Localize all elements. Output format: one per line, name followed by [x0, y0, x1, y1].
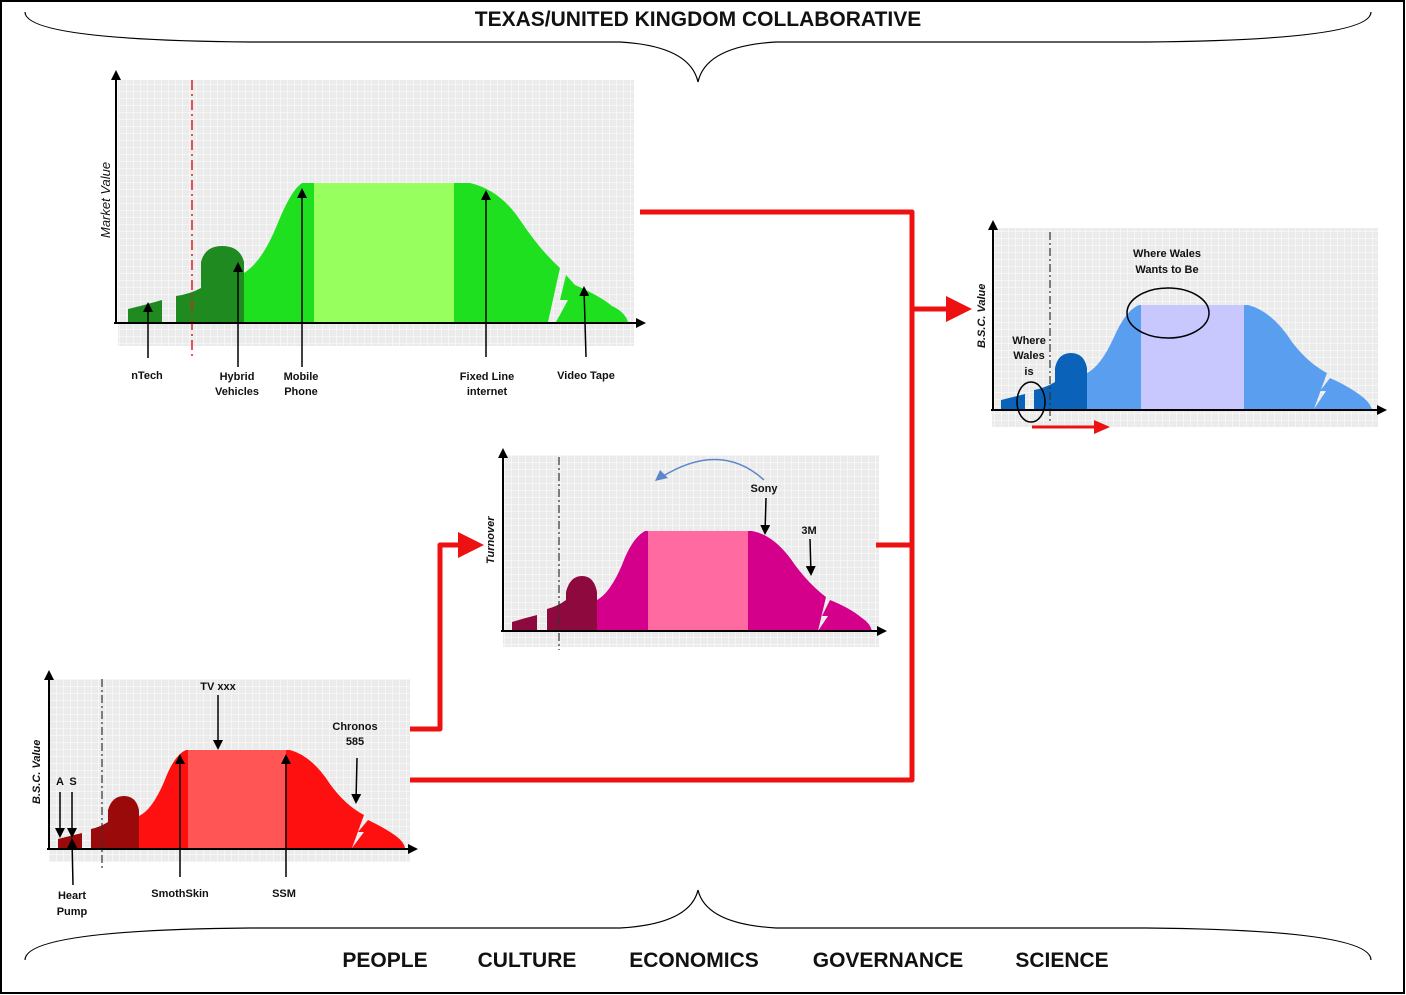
wales-progress-arrowhead [1094, 420, 1110, 434]
label-tv: TV xxx [200, 681, 236, 693]
bsc-curve-maturity [188, 750, 286, 848]
label-mobile-2: Phone [284, 386, 318, 398]
label-is-2: Wales [1013, 350, 1044, 362]
connector-bsc-turnover [410, 542, 462, 732]
wales-target-ellipse [1126, 287, 1210, 339]
connector-market-bsc [410, 209, 915, 783]
footer-people: PEOPLE [342, 949, 427, 972]
arrow-heart-pump [67, 838, 78, 886]
market-value-chart: Market Value nTech Hybrid Vehicles Mobil… [98, 70, 646, 398]
arrow-chronos [351, 757, 362, 804]
turnover-curve-decline [748, 531, 826, 631]
label-fixed-1: Fixed Line [460, 371, 514, 383]
turnover-curve-tail [818, 600, 872, 631]
footer-brace [24, 889, 1372, 961]
label-smothskin: SmothSkin [151, 888, 209, 900]
arrow-3m [805, 538, 816, 576]
label-mobile-1: Mobile [284, 371, 319, 383]
market-curve-growth [244, 183, 314, 322]
label-chronos-2: 585 [346, 736, 364, 748]
connectors [410, 209, 972, 783]
label-ntech: nTech [131, 370, 163, 382]
label-fixed-2: internet [467, 386, 508, 398]
label-a: A [56, 776, 64, 788]
market-curve-maturity [314, 183, 454, 322]
wales-y-label: B.S.C. Value [976, 284, 988, 348]
label-ssm: SSM [272, 888, 296, 900]
label-wants-1: Where Wales [1133, 248, 1201, 260]
connector-to-wales-arrowhead [946, 296, 972, 322]
label-hybrid-1: Hybrid [220, 371, 255, 383]
wales-curve-tail [1314, 378, 1372, 409]
bsc-curve-emerging [91, 796, 139, 848]
bsc-curve-growth [139, 750, 188, 848]
bsc-curve-decline [286, 750, 364, 848]
turnover-y-label: Turnover [485, 516, 497, 564]
turnover-curve-intro [512, 615, 537, 631]
turnover-chart: Turnover Sony 3M [485, 448, 887, 650]
footer-science: SCIENCE [1015, 949, 1108, 972]
wales-chart: B.S.C. Value Where Wales Wants to Be Whe… [976, 220, 1387, 434]
market-curve-tail [556, 275, 628, 322]
market-y-label: Market Value [98, 162, 113, 238]
wales-curve-growth [1087, 305, 1141, 409]
wales-current-ellipse [1016, 381, 1046, 423]
bsc-value-chart: B.S.C. Value A S Heart Pump SmothSkin SS… [31, 670, 418, 918]
label-wants-2: Wants to Be [1135, 264, 1198, 276]
wales-curve-decline [1244, 305, 1327, 409]
label-s: S [69, 776, 76, 788]
wales-curve-maturity [1141, 305, 1244, 409]
turnover-curve-maturity [648, 531, 748, 631]
turnover-cycle-arc [659, 458, 765, 481]
label-hybrid-2: Vehicles [215, 386, 259, 398]
label-video-tape: Video Tape [557, 370, 615, 382]
footer-governance: GOVERNANCE [813, 949, 964, 972]
bsc-y-label: B.S.C. Value [31, 740, 43, 804]
wales-curve-emerging [1034, 353, 1087, 409]
label-chronos-1: Chronos [332, 721, 377, 733]
wales-curve-intro [1001, 394, 1025, 409]
turnover-curve-growth [597, 531, 648, 631]
connector-bsc-turnover-arrowhead [458, 532, 484, 558]
market-curve-hybrid [176, 246, 244, 322]
label-is-1: Where [1012, 335, 1046, 347]
market-curve-decline [454, 183, 560, 322]
page-title: TEXAS/UNITED KINGDOM COLLABORATIVE [475, 8, 921, 31]
label-3m: 3M [801, 525, 816, 537]
label-heart-2: Pump [57, 906, 88, 918]
bsc-curve-tail [352, 820, 405, 848]
header-brace [24, 11, 1372, 83]
label-heart-1: Heart [58, 890, 86, 902]
label-sony: Sony [751, 483, 779, 495]
turnover-cycle-arrowhead [655, 470, 668, 481]
arrow-sony [760, 497, 771, 535]
footer-culture: CULTURE [478, 949, 577, 972]
footer-economics: ECONOMICS [629, 949, 759, 972]
arrow-video-tape [579, 286, 590, 358]
label-is-3: is [1024, 366, 1033, 378]
